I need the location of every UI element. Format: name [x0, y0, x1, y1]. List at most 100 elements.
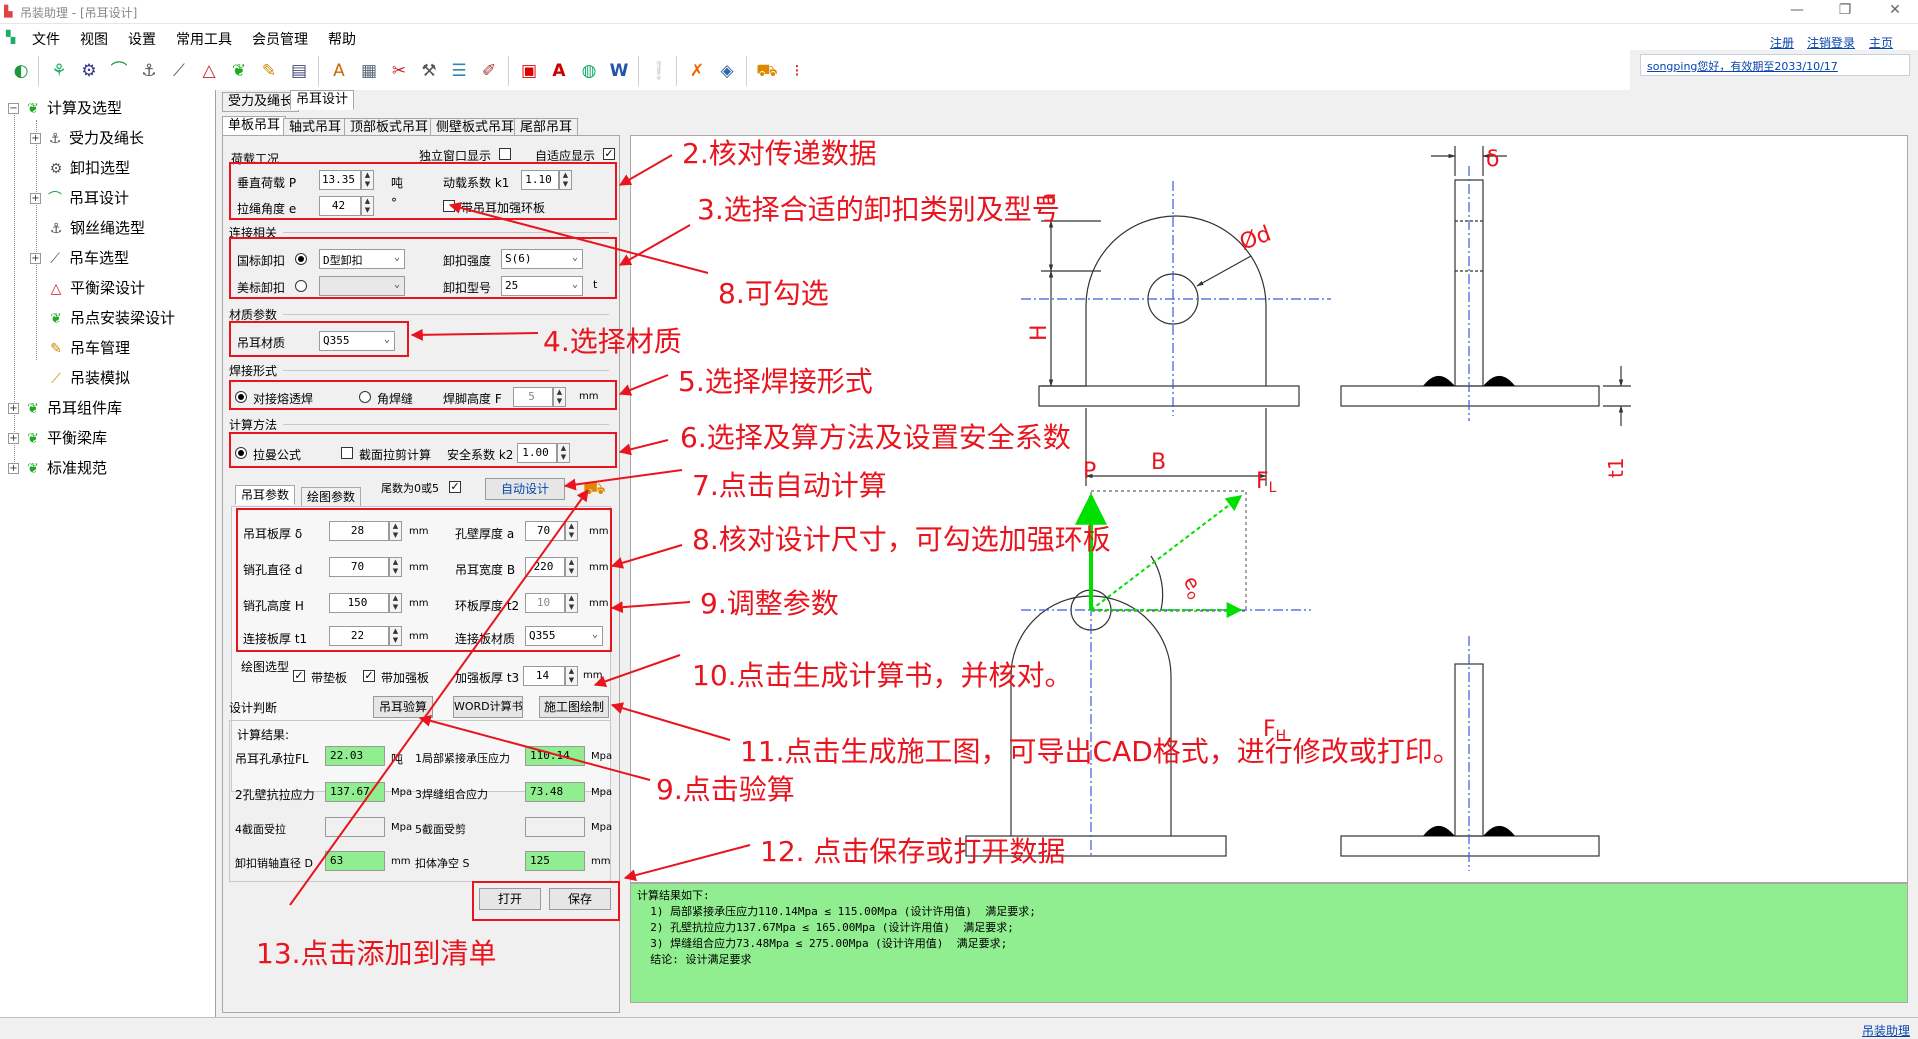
- tree-item-crane[interactable]: +⟋吊车选型: [30, 246, 129, 270]
- lug-width-input[interactable]: 220: [525, 557, 565, 577]
- safety-input[interactable]: 1.00: [517, 443, 557, 463]
- status-link[interactable]: 吊装助理: [1862, 1024, 1911, 1038]
- calc-shear-checkbox[interactable]: [341, 447, 353, 459]
- tab-side-plate[interactable]: 侧壁板式吊耳: [430, 118, 521, 138]
- close-icon[interactable]: ✕: [1889, 2, 1901, 18]
- tree-item-lifting-point[interactable]: ❦吊点安装梁设计: [46, 306, 175, 330]
- shackle-model-select[interactable]: 25⌄: [501, 276, 583, 296]
- vertical-load-input[interactable]: 13.35: [319, 170, 361, 190]
- calculator-icon[interactable]: ▦: [360, 61, 378, 81]
- crane-icon[interactable]: ⟋: [173, 61, 185, 81]
- tree-item-beam-library[interactable]: +❦平衡梁库: [8, 426, 107, 450]
- minimize-icon[interactable]: —: [1790, 2, 1804, 18]
- pad-plate-checkbox[interactable]: ✓: [293, 669, 305, 682]
- globe-icon[interactable]: ◍: [581, 61, 597, 81]
- word-report-button[interactable]: WORD计算书: [453, 696, 523, 718]
- pdf-icon[interactable]: ▣: [520, 61, 538, 81]
- restore-icon[interactable]: ❐: [1838, 2, 1852, 18]
- tab-single-plate[interactable]: 单板吊耳: [222, 116, 287, 136]
- menu-help[interactable]: 帮助: [328, 32, 356, 48]
- hole-thk-spinner[interactable]: ▲▼: [565, 521, 578, 541]
- conn-thk-input[interactable]: 22: [329, 626, 389, 646]
- us-shackle-radio[interactable]: [295, 280, 307, 292]
- stiff-thk-spinner[interactable]: ▲▼: [565, 666, 578, 686]
- ring-thk-spinner[interactable]: ▲▼: [565, 593, 578, 613]
- rope-icon[interactable]: ⌒: [110, 61, 128, 81]
- tree-item-simulation[interactable]: ⟋吊装模拟: [46, 366, 130, 390]
- vertical-load-spinner[interactable]: ▲▼: [361, 170, 374, 190]
- weld-height-spinner[interactable]: ▲▼: [553, 387, 566, 407]
- dynamic-coef-input[interactable]: 1.10: [521, 170, 559, 190]
- brush-icon[interactable]: ✐: [481, 61, 497, 81]
- weld-fillet-radio[interactable]: [359, 391, 371, 403]
- weld-height-input[interactable]: 5: [513, 387, 553, 407]
- lug-width-spinner[interactable]: ▲▼: [565, 557, 578, 577]
- stiffener-checkbox[interactable]: ✓: [363, 669, 375, 682]
- stiff-thk-input[interactable]: 14: [523, 666, 565, 686]
- tab-lug-design[interactable]: 吊耳设计: [290, 90, 355, 110]
- gb-shackle-select[interactable]: D型卸扣⌄: [319, 249, 405, 269]
- text-icon[interactable]: A: [333, 61, 345, 81]
- wrench-icon[interactable]: ⚒: [421, 61, 437, 81]
- chart-icon[interactable]: ▤: [290, 61, 308, 81]
- toggle-icon[interactable]: ◐: [13, 61, 29, 81]
- tree-item-crane-mgmt[interactable]: ✎吊车管理: [46, 336, 130, 360]
- pull-angle-input[interactable]: 42: [319, 196, 361, 216]
- tree-item-standards[interactable]: +❦标准规范: [8, 456, 107, 480]
- plate-thk-spinner[interactable]: ▲▼: [389, 521, 402, 541]
- scissors-icon[interactable]: ✂: [391, 61, 407, 81]
- pen-icon[interactable]: ✎: [261, 61, 277, 81]
- tree-item-force[interactable]: +⚓受力及绳长: [30, 126, 144, 150]
- auto-design-button[interactable]: 自动设计: [485, 478, 565, 500]
- tree-item-shackle[interactable]: ⚙卸扣选型: [46, 156, 130, 180]
- us-shackle-select[interactable]: ⌄: [319, 276, 405, 296]
- tree-item-beam[interactable]: △平衡梁设计: [46, 276, 145, 300]
- conn-mat-select[interactable]: Q355⌄: [525, 626, 603, 646]
- gear-icon[interactable]: ⚙: [81, 61, 97, 81]
- ring-thk-input[interactable]: 10: [525, 593, 565, 613]
- pin-dia-input[interactable]: 70: [329, 557, 389, 577]
- tab-force[interactable]: 受力及绳长: [222, 92, 300, 112]
- round-checkbox[interactable]: ✓: [449, 480, 461, 493]
- tab-draw-params[interactable]: 绘图参数: [301, 487, 362, 507]
- mdi-icon[interactable]: ▚: [6, 30, 16, 44]
- check-button[interactable]: 吊耳验算: [373, 696, 433, 718]
- register-link[interactable]: 注册: [1770, 36, 1795, 50]
- shackle-icon[interactable]: ⚓: [141, 61, 157, 81]
- tree-icon[interactable]: ⚘: [51, 61, 67, 81]
- menu-member[interactable]: 会员管理: [252, 32, 308, 48]
- word-icon[interactable]: W: [609, 61, 629, 81]
- eraser-icon[interactable]: ◈: [720, 61, 734, 81]
- menu-tools[interactable]: 常用工具: [176, 32, 232, 48]
- home-link[interactable]: 主页: [1869, 36, 1894, 50]
- save-button[interactable]: 保存: [549, 888, 611, 910]
- gb-shackle-radio[interactable]: [295, 253, 307, 265]
- triangle-icon[interactable]: △: [202, 61, 216, 81]
- leaf-icon[interactable]: ❦: [231, 61, 247, 81]
- pin-height-input[interactable]: 150: [329, 593, 389, 613]
- menu-file[interactable]: 文件: [32, 32, 60, 48]
- menu-view[interactable]: 视图: [80, 32, 108, 48]
- weld-butt-radio[interactable]: [235, 391, 247, 403]
- independent-window-checkbox[interactable]: [499, 148, 511, 160]
- conn-thk-spinner[interactable]: ▲▼: [389, 626, 402, 646]
- pull-angle-spinner[interactable]: ▲▼: [361, 196, 374, 216]
- arrow-icon[interactable]: ✗: [689, 61, 705, 81]
- lug-material-select[interactable]: Q355⌄: [319, 331, 395, 351]
- safety-spinner[interactable]: ▲▼: [557, 443, 570, 463]
- cart-icon[interactable]: ⛟: [756, 61, 778, 81]
- info-icon[interactable]: ❕: [648, 61, 670, 81]
- tab-lug-params[interactable]: 吊耳参数: [235, 485, 296, 505]
- plate-thk-input[interactable]: 28: [329, 521, 389, 541]
- shackle-strength-select[interactable]: S(6)⌄: [501, 249, 583, 269]
- pin-dia-spinner[interactable]: ▲▼: [389, 557, 402, 577]
- tree-item-calc[interactable]: −❦计算及选型: [8, 96, 122, 120]
- link-icon[interactable]: ⁝: [794, 61, 800, 81]
- menu-settings[interactable]: 设置: [128, 32, 156, 48]
- tree-item-lug-library[interactable]: +❦吊耳组件库: [8, 396, 122, 420]
- adaptive-display-checkbox[interactable]: ✓: [603, 147, 615, 160]
- dynamic-coef-spinner[interactable]: ▲▼: [559, 170, 572, 190]
- font-icon[interactable]: A: [552, 61, 566, 81]
- calc-tension-radio[interactable]: [235, 447, 247, 459]
- open-button[interactable]: 打开: [479, 888, 541, 910]
